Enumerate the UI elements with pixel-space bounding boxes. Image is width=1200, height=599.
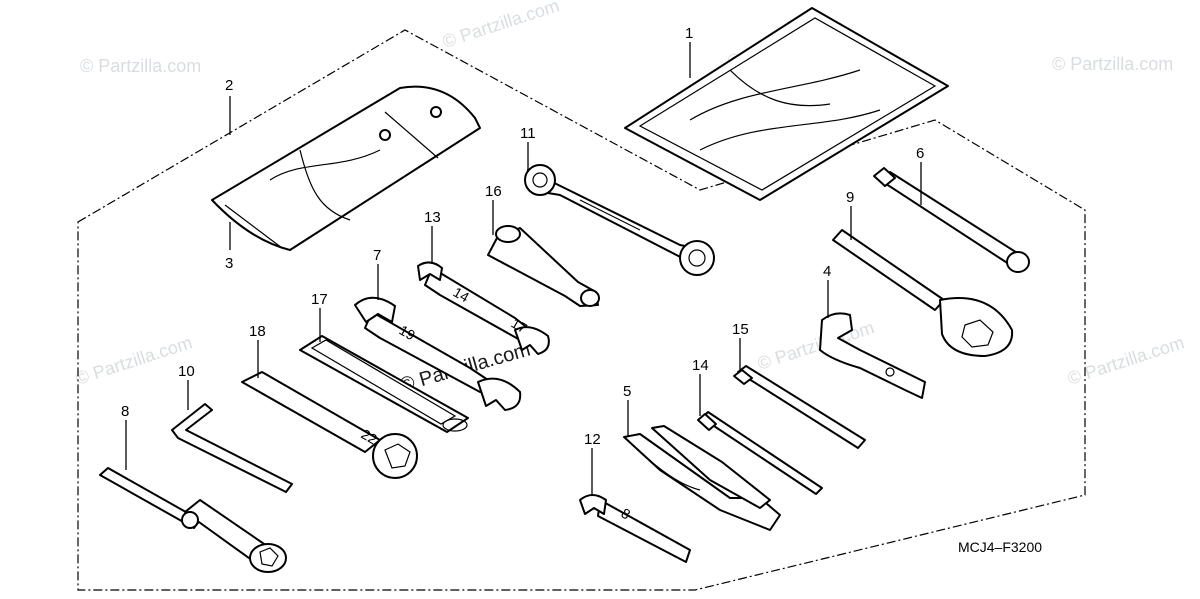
marking-17: 17 [509,315,531,337]
callout-3: 3 [225,255,233,272]
callout-2: 2 [225,77,233,94]
watermark: © Partzilla.com [73,332,195,389]
part-16-screwdriver-handle[interactable] [487,225,600,307]
part-1-pouch[interactable] [624,7,949,201]
callout-7: 7 [373,247,381,264]
diagram-code: MCJ4–F3200 [958,539,1042,555]
part-6-extension[interactable] [873,167,1030,273]
callout-16: 16 [485,183,502,200]
callout-labels: 1 2 3 4 5 6 7 8 9 10 11 12 13 14 15 16 1… [121,25,924,448]
callout-10: 10 [178,363,195,380]
part-17-flat-bar[interactable] [299,335,469,433]
part-2-tool-bag[interactable] [211,85,481,251]
callout-6: 6 [916,145,924,162]
part-7-open-wrench[interactable]: 19 [354,296,522,411]
part-15-screwdriver[interactable] [733,365,866,449]
part-5-pliers[interactable] [623,425,781,531]
callout-11: 11 [520,125,536,142]
part-18-box-spanner[interactable]: 22 [241,371,418,479]
callout-1: 1 [685,25,693,42]
callout-14: 14 [692,357,709,374]
callout-17: 17 [311,291,328,308]
marking-19: 19 [397,322,419,344]
callout-4: 4 [823,263,831,280]
watermark: © Partzilla.com [1052,54,1173,74]
callout-12: 12 [584,431,601,448]
leader-lines [125,42,922,496]
watermark: © Partzilla.com [440,0,562,52]
callout-13: 13 [424,209,441,226]
callout-5: 5 [623,383,631,400]
part-11-box-wrench[interactable] [524,164,715,276]
marking-22: 22 [359,426,381,448]
callout-18: 18 [249,323,266,340]
callout-15: 15 [732,321,749,338]
watermark: © Partzilla.com [80,56,201,76]
callout-9: 9 [846,189,854,206]
part-9-pin-spanner[interactable] [832,229,1014,357]
part-14-screwdriver[interactable] [697,411,823,495]
part-12-small-wrench[interactable]: 8 [579,494,691,563]
part-4-hook-spanner[interactable] [819,312,926,399]
watermark: © Partzilla.com [1065,332,1187,389]
assembly-frame [77,29,1086,591]
marking-14: 14 [451,284,473,306]
part-8-socket-wrench[interactable] [99,467,287,573]
callout-8: 8 [121,403,129,420]
part-13-open-wrench[interactable]: 14 17 [417,261,550,355]
part-10-allen-key[interactable] [171,403,293,493]
